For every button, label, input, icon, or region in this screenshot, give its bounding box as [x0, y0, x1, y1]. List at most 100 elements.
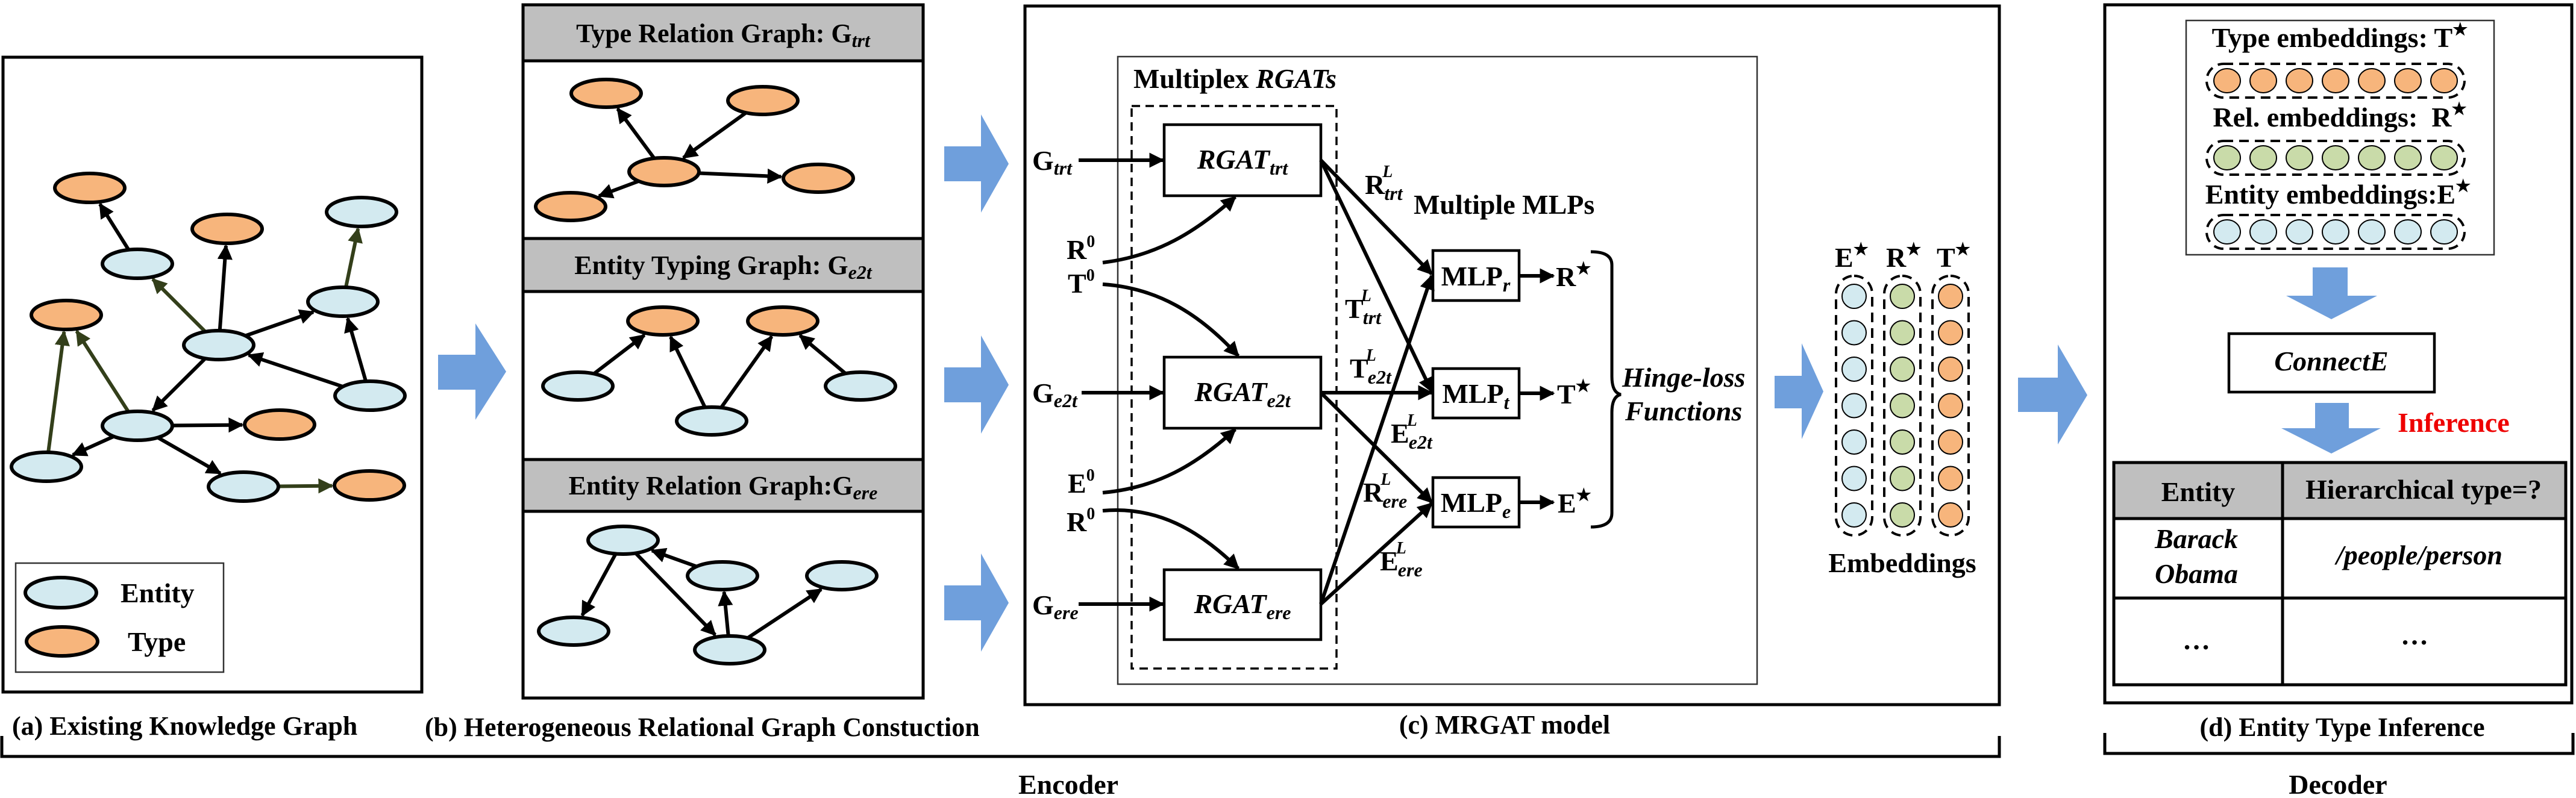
flow-arrow-c-to-d	[2018, 344, 2087, 444]
embedding-unit	[1890, 284, 1915, 309]
embedding-unit	[2430, 68, 2458, 93]
embedding-column-t	[1931, 275, 1970, 537]
input-g-ere: Gere	[1032, 590, 1079, 623]
graph-edge	[245, 309, 315, 338]
rgat-e2t-label: RGATe2t	[1194, 376, 1291, 411]
output-t-star: T★	[1557, 377, 1591, 410]
entity-node	[675, 405, 748, 437]
graph-edge	[98, 202, 130, 251]
graph-edge	[217, 244, 233, 331]
entity-node	[101, 410, 174, 442]
embedding-rows	[2205, 63, 2466, 250]
embedding-unit	[2213, 145, 2241, 170]
flow-arrow-a-to-b	[438, 323, 506, 420]
embedding-column-e	[1835, 275, 1873, 537]
entity-node	[306, 285, 380, 318]
init-t0: T0	[1068, 266, 1095, 299]
section-title-ere: Entity Relation Graph:Gere	[569, 471, 878, 503]
connecte-label: ConnectE	[2274, 346, 2388, 376]
section-e2t-edges	[592, 334, 847, 409]
embeddings-label: Embeddings	[1828, 547, 1976, 578]
embedding-unit	[1938, 393, 1963, 419]
graph-edge	[719, 335, 774, 409]
section-title-trt: Type Relation Graph: Gtrt	[576, 19, 871, 51]
graph-edge	[580, 553, 618, 617]
embedding-unit	[2358, 219, 2386, 245]
entity-node	[693, 634, 766, 666]
embedding-unit	[1890, 357, 1915, 382]
type-node	[569, 78, 643, 109]
table-row	[2112, 517, 2568, 600]
connecte-box	[2227, 332, 2436, 394]
init-r0-top: R0	[1067, 232, 1095, 265]
section-title-e2t: Entity Typing Graph: Ge2t	[574, 251, 873, 283]
kg-edges	[10, 172, 407, 503]
embedding-unit	[2358, 68, 2386, 93]
entity-node	[101, 248, 174, 280]
arrow-t0-to-rgat-e2t	[1102, 282, 1240, 358]
graph-edge	[46, 330, 70, 453]
embedding-unit	[1890, 466, 1915, 491]
graph-edge	[597, 179, 639, 199]
type-node	[627, 156, 701, 187]
graph-edge	[157, 435, 222, 475]
graph-edge	[75, 329, 130, 413]
graph-edge	[592, 334, 646, 375]
section-graph-trt	[534, 78, 855, 222]
kg-nodes	[10, 172, 407, 503]
mlp-e-label: MLPe	[1441, 487, 1511, 522]
embedding-unit	[1938, 357, 1963, 382]
legend-type-label: Type	[128, 626, 186, 657]
panel-entity-type-inference: Type embeddings: T★ Rel. embeddings: R★ …	[2103, 3, 2574, 742]
inference-label: Inference	[2398, 407, 2510, 438]
rgat-ere-block	[1162, 568, 1323, 641]
init-r0-bottom: R0	[1067, 505, 1095, 537]
edge-ttrt-to-mlp-t	[1319, 159, 1434, 393]
type-node	[53, 172, 127, 204]
table-header-type: Hierarchical type=?	[2305, 474, 2542, 505]
graph-edge	[634, 552, 716, 637]
embedding-column-outline	[1835, 275, 1873, 537]
emb-col-e-label: E★	[1835, 240, 1869, 273]
embedding-unit	[1938, 429, 1963, 455]
embedding-unit	[1841, 320, 1867, 346]
section-trt-nodes	[534, 78, 855, 222]
embedding-unit	[2249, 219, 2277, 245]
embedding-unit	[2213, 219, 2241, 245]
kg-edges	[46, 202, 368, 494]
mlp-r-block	[1431, 249, 1521, 302]
b-graphs	[534, 78, 897, 666]
inference-table: Entity Hierarchical type=? Barack Obama …	[2112, 461, 2568, 687]
graph-edge	[247, 352, 343, 388]
encoder-bracket	[0, 736, 2001, 758]
type-node	[333, 469, 406, 502]
type-node	[626, 305, 700, 337]
panel-mrgat-model: Multiplex RGATs RGATtrt RGATe2t RGATere …	[1023, 4, 2001, 740]
embedding-unit	[1841, 284, 1867, 309]
graph-edge	[344, 227, 363, 288]
table-cell-entity-ellipsis: …	[2183, 625, 2210, 655]
embedding-unit	[2286, 145, 2313, 170]
init-e0: E0	[1068, 466, 1095, 499]
embedding-column-r	[1883, 275, 1922, 537]
graph-edge	[798, 334, 847, 375]
caption-d: (d) Entity Type Inference	[2200, 712, 2485, 742]
entity-node	[537, 616, 610, 647]
embedding-row-outline	[2205, 140, 2466, 176]
encoder-label: Encoder	[1018, 769, 1118, 798]
emb-col-t-label: T★	[1937, 240, 1970, 273]
embedding-row-entity	[2205, 214, 2466, 250]
flow-arrow-e2t	[944, 335, 1009, 434]
rgat-trt-label: RGATtrt	[1197, 144, 1289, 179]
entity-node	[541, 370, 615, 402]
embedding-row-type	[2205, 63, 2466, 99]
table-header-row	[2112, 461, 2568, 520]
flow-arrow-ere	[944, 553, 1009, 652]
input-g-trt: Gtrt	[1032, 145, 1073, 179]
embedding-unit	[2322, 68, 2349, 93]
legend: Entity Type	[14, 562, 225, 673]
